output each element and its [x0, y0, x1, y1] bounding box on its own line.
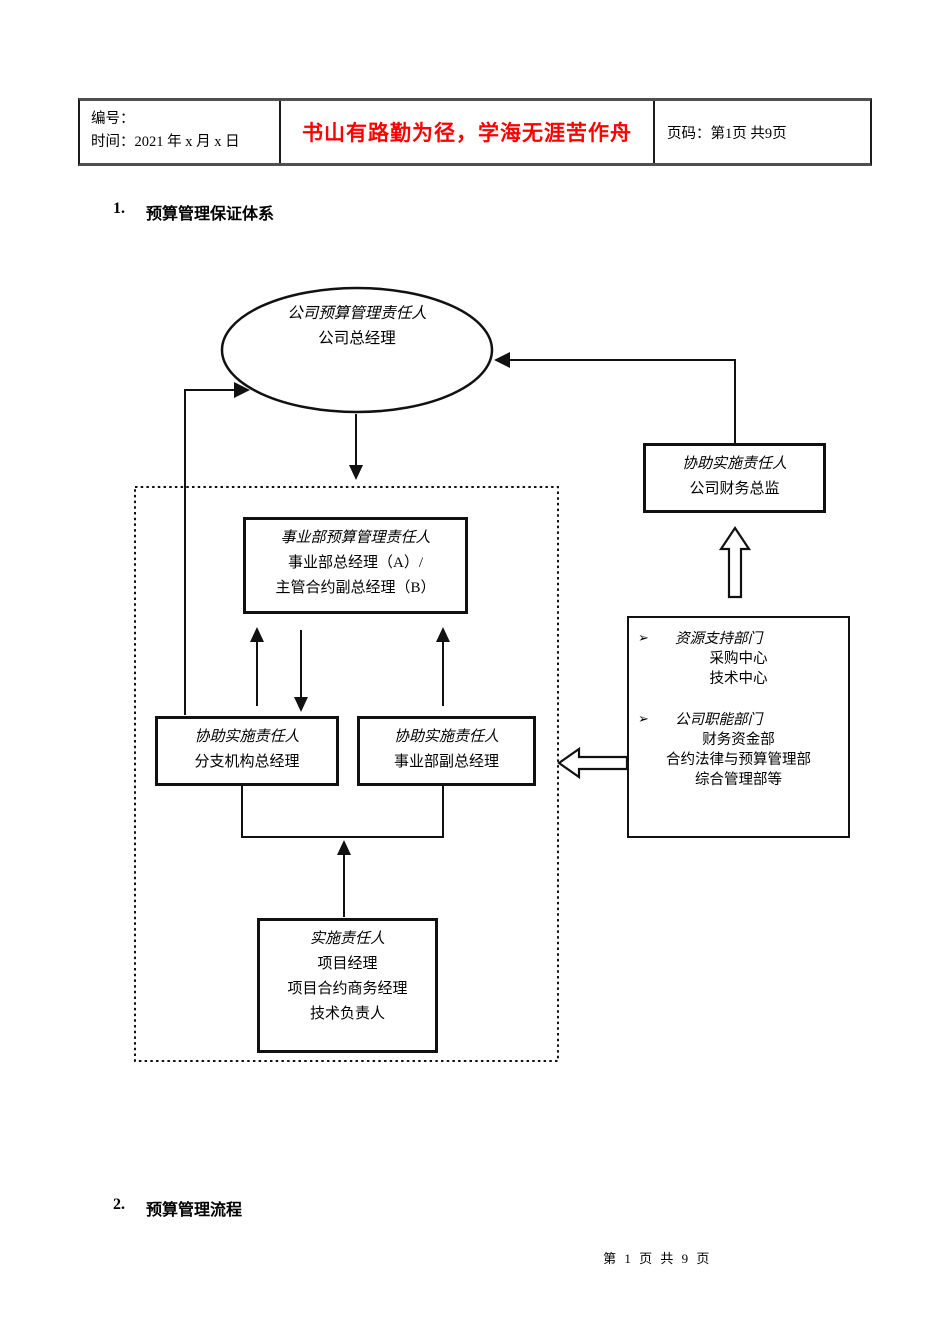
box-person-label: 主管合约副总经理（B）: [275, 580, 436, 596]
dept-budget-manager-box: 事业部预算管理责任人 事业部总经理（A）/ 主管合约副总经理（B）: [243, 517, 468, 614]
resource-group-1: ➢ 资源支持部门 采购中心 技术中心: [629, 629, 848, 689]
section1-number: 1.: [113, 200, 125, 217]
right-loop-line: [508, 359, 736, 443]
ellipse-shape: [220, 286, 494, 414]
section2-title: 预算管理流程: [146, 1202, 243, 1219]
ellipse-down-arrowhead: [349, 465, 363, 480]
page-footer: 第 1 页 共 9 页: [545, 1248, 770, 1267]
box-role-label: 协助实施责任人: [393, 729, 499, 745]
group-item-label: 合约法律与预算管理部: [666, 752, 811, 768]
left-loop-arrowhead: [234, 382, 250, 398]
box-person-label: 技术负责人: [309, 1006, 385, 1022]
motto-text: 书山有路勤为径，学海无涯苦作舟: [302, 121, 632, 145]
box-role-label: 协助实施责任人: [194, 729, 300, 745]
down-arrowhead: [294, 697, 308, 712]
box-person-label: 公司财务总监: [689, 481, 780, 497]
node-role-label: 公司预算管理责任人: [287, 305, 427, 322]
hollow-left-block-arrow: [557, 746, 629, 780]
hollow-up-block-arrow: [718, 526, 752, 599]
right-loop-arrowhead: [494, 352, 510, 368]
doc-date-label: 时间：2021 年 x 月 x 日: [91, 134, 240, 150]
header-cell-page: 页码：第1页 共9页: [655, 101, 870, 163]
box-role-label: 实施责任人: [309, 931, 385, 947]
resource-group-2: ➢ 公司职能部门 财务资金部 合约法律与预算管理部 综合管理部等: [629, 710, 848, 790]
left-loop-line: [184, 389, 236, 715]
header-cell-motto: 书山有路勤为径，学海无涯苦作舟: [281, 101, 655, 163]
box-person-label: 事业部副总经理: [393, 754, 499, 770]
branch-assist-box: 协助实施责任人 分支机构总经理: [155, 716, 339, 786]
impl-up-arrowhead: [337, 840, 351, 855]
finance-assist-box: 协助实施责任人 公司财务总监: [643, 443, 826, 513]
group-item-label: 技术中心: [709, 671, 768, 687]
dotted-boundary-rect: [134, 486, 559, 1062]
header-cell-meta: 编号： 时间：2021 年 x 月 x 日: [80, 101, 281, 163]
support-departments-box: ➢ 资源支持部门 采购中心 技术中心 ➢ 公司职能部门 财务资金部 合约法律与预…: [627, 616, 850, 838]
box-role-label: 协助实施责任人: [681, 456, 787, 472]
company-budget-manager-node: 公司预算管理责任人 公司总经理: [222, 301, 492, 351]
arrowhead-bullet-icon: ➢: [638, 712, 649, 727]
section2-heading: 2. 预算管理流程: [113, 1196, 242, 1220]
page-info-text: 页码：第1页 共9页: [667, 125, 787, 142]
group-item-label: 财务资金部: [702, 732, 775, 748]
footer-page-text: 第 1 页 共 9 页: [603, 1251, 712, 1266]
box-person-label: 项目经理: [317, 956, 378, 972]
group-item-label: 采购中心: [709, 651, 768, 667]
implementation-box: 实施责任人 项目经理 项目合约商务经理 技术负责人: [257, 918, 438, 1053]
group-title-row: ➢ 公司职能部门: [629, 710, 848, 730]
bottom-connector-line: [241, 786, 444, 838]
up-arrowhead-2: [436, 627, 450, 642]
section1-heading: 1. 预算管理保证体系: [113, 200, 274, 224]
box-role-label: 事业部预算管理责任人: [280, 530, 431, 546]
box-person-label: 项目合约商务经理: [287, 981, 408, 997]
group-item-label: 综合管理部等: [695, 772, 782, 788]
arrowhead-bullet-icon: ➢: [638, 631, 649, 646]
deputy-gm-assist-box: 协助实施责任人 事业部副总经理: [357, 716, 536, 786]
box-person-label: 事业部总经理（A）/: [287, 555, 423, 571]
group-title-label: 公司职能部门: [675, 712, 762, 728]
box-person-label: 分支机构总经理: [194, 754, 300, 770]
node-person-label: 公司总经理: [318, 330, 396, 347]
group-title-label: 资源支持部门: [675, 631, 762, 647]
doc-number-label: 编号：: [91, 111, 135, 127]
section1-title: 预算管理保证体系: [146, 206, 275, 223]
up-arrowhead-1: [250, 627, 264, 642]
header-table: 编号： 时间：2021 年 x 月 x 日 书山有路勤为径，学海无涯苦作舟 页码…: [78, 98, 872, 166]
section2-number: 2.: [113, 1196, 125, 1213]
group-title-row: ➢ 资源支持部门: [629, 629, 848, 649]
